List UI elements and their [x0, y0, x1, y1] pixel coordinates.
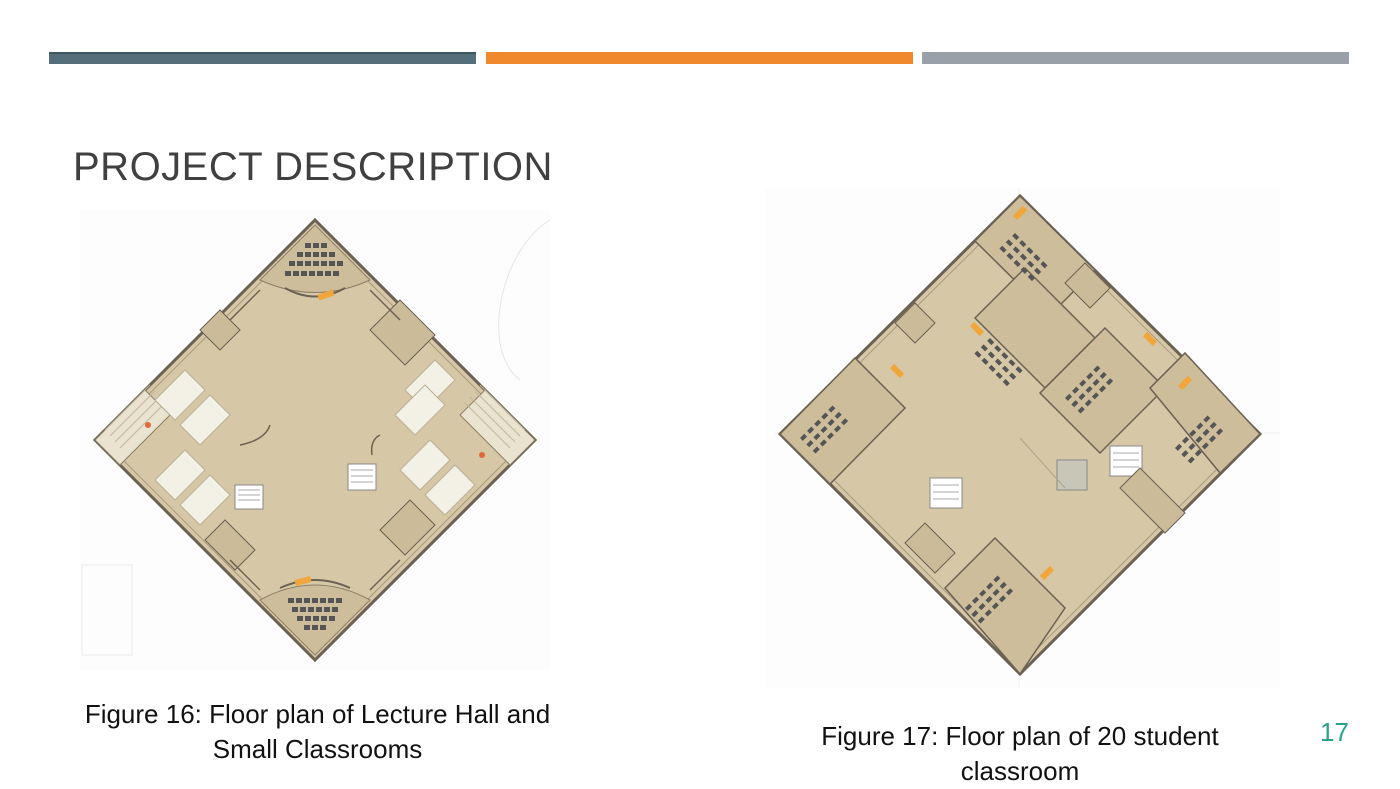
page-number: 17	[1320, 717, 1349, 747]
figure-16-caption-line-1: Figure 16: Floor plan of Lecture Hall an…	[84, 699, 551, 729]
header-bar-gray	[922, 52, 1349, 64]
floor-plan-lecture-hall	[80, 210, 551, 670]
floor-plan-20-student-classroom	[765, 188, 1280, 688]
header-bar-slate	[49, 52, 476, 64]
figure-16-caption-line-2: Small Classrooms	[212, 734, 423, 764]
slide-title: PROJECT DESCRIPTION	[73, 145, 553, 189]
header-bar-orange	[486, 52, 913, 64]
figure-17-caption: Figure 17: Floor plan of 20 student clas…	[780, 719, 1260, 789]
figure-17-caption-line-1: Figure 17: Floor plan of 20 student	[821, 721, 1219, 751]
figure-17-caption-line-2: classroom	[960, 756, 1080, 786]
figure-16-caption: Figure 16: Floor plan of Lecture Hall an…	[40, 697, 595, 767]
